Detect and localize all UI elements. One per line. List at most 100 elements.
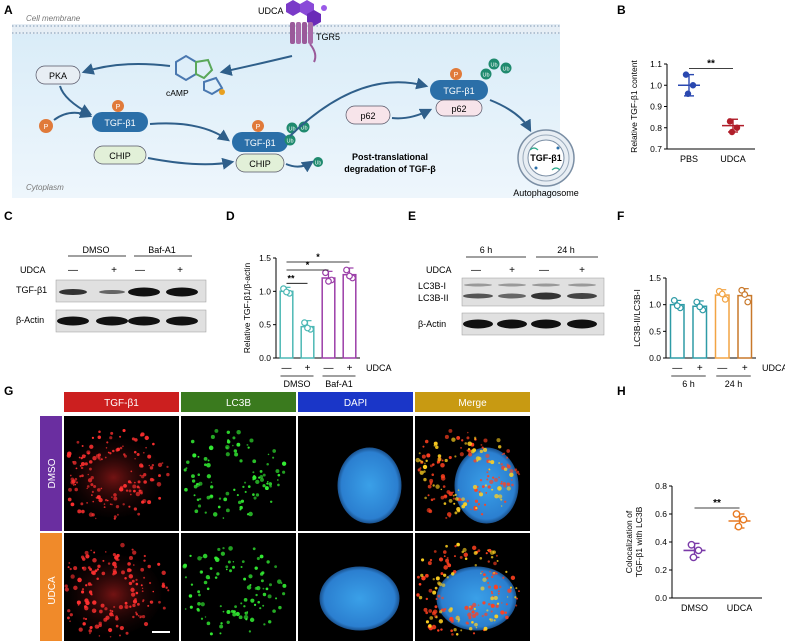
signal-speck <box>111 610 114 613</box>
signal-speck <box>456 435 461 440</box>
blot-beta-actin <box>461 312 605 336</box>
nucleus-shape <box>319 566 400 631</box>
signal-speck <box>84 462 88 466</box>
signal-speck <box>497 445 502 449</box>
signal-speck <box>225 565 229 569</box>
signal-speck <box>510 479 513 481</box>
cell-membrane <box>12 24 560 34</box>
signal-speck <box>165 586 168 589</box>
signal-speck <box>133 564 135 566</box>
signal-speck <box>236 429 241 435</box>
signal-speck <box>515 604 518 607</box>
tgr5-label: TGR5 <box>316 32 340 42</box>
signal-speck <box>417 575 420 579</box>
signal-speck <box>132 550 137 555</box>
signal-speck <box>487 485 491 489</box>
signal-speck <box>72 460 77 465</box>
signal-speck <box>451 437 456 442</box>
signal-speck <box>90 476 94 480</box>
signal-speck <box>85 554 90 559</box>
bar <box>669 303 685 359</box>
signal-speck <box>112 572 115 576</box>
signal-speck <box>223 497 228 502</box>
signal-speck <box>73 585 78 591</box>
phosphate-icon <box>252 120 264 132</box>
signal-speck <box>452 491 454 493</box>
signal-speck <box>124 576 127 580</box>
signal-speck <box>185 467 188 470</box>
signal-speck <box>498 494 503 499</box>
signal-speck <box>419 470 424 475</box>
signal-speck <box>493 619 496 622</box>
y-tick-label: 0.0 <box>259 353 271 363</box>
x-tick-label: — <box>717 363 727 374</box>
signal-speck <box>460 447 462 449</box>
signal-speck <box>197 608 200 612</box>
data-point <box>732 510 741 518</box>
signal-speck <box>119 634 121 637</box>
microscopy-image <box>181 416 296 531</box>
signal-speck <box>161 584 166 588</box>
significance-label: ** <box>707 59 715 70</box>
signal-speck <box>222 610 225 613</box>
signal-speck <box>433 444 436 447</box>
panel-f-label: F <box>617 209 624 223</box>
signal-speck <box>81 509 85 514</box>
degradation-label: degradation of TGF-β <box>344 164 436 174</box>
signal-speck <box>425 620 430 624</box>
signal-speck <box>483 626 488 631</box>
signal-speck <box>438 582 443 587</box>
signal-speck <box>439 610 443 614</box>
signal-speck <box>86 450 91 455</box>
signal-speck <box>444 434 449 439</box>
signal-speck <box>260 579 264 583</box>
signal-speck <box>94 569 98 573</box>
signal-speck <box>480 586 485 591</box>
signal-speck <box>80 466 84 470</box>
signal-speck <box>79 475 82 478</box>
x-tick-label: UDCA <box>720 154 746 164</box>
signal-speck <box>252 459 257 464</box>
panel-e: E 6 h 24 h UDCA — + — + LC3B-I LC3B-II β… <box>408 209 605 336</box>
signal-speck <box>101 571 106 576</box>
data-point <box>696 303 704 311</box>
signal-speck <box>129 493 132 496</box>
signal-speck <box>69 474 72 477</box>
signal-speck <box>489 479 494 485</box>
data-point <box>689 553 698 562</box>
signal-speck <box>432 578 435 581</box>
signal-speck <box>484 484 488 487</box>
y-tick-label: 0.5 <box>649 326 661 336</box>
signal-speck <box>236 442 241 447</box>
signal-speck <box>433 441 438 446</box>
signal-speck <box>503 452 506 455</box>
x-tick-label: + <box>347 363 353 374</box>
signal-speck <box>110 431 114 435</box>
signal-speck <box>488 570 491 573</box>
signal-speck <box>98 623 102 628</box>
phosphate-icon <box>39 119 53 133</box>
signal-speck <box>496 559 499 562</box>
signal-speck <box>157 562 161 566</box>
signal-speck <box>125 489 129 492</box>
signal-speck <box>506 449 511 453</box>
signal-speck <box>492 476 495 479</box>
signal-speck <box>116 553 120 558</box>
signal-speck <box>119 485 124 490</box>
signal-speck <box>243 605 246 608</box>
signal-speck <box>130 592 136 597</box>
signal-speck <box>113 565 118 569</box>
signal-speck <box>240 499 245 503</box>
signal-speck <box>113 496 118 501</box>
tgfb1-label: TGF-β1 <box>443 86 474 96</box>
signal-speck <box>226 447 228 449</box>
group-label-24h: 24 h <box>557 245 575 255</box>
signal-speck <box>421 558 425 562</box>
signal-speck <box>500 505 503 507</box>
signal-speck <box>434 586 438 590</box>
signal-speck <box>267 453 270 456</box>
signal-speck <box>86 485 90 488</box>
signal-speck <box>257 600 260 604</box>
signal-speck <box>105 615 110 620</box>
signal-speck <box>143 559 146 562</box>
